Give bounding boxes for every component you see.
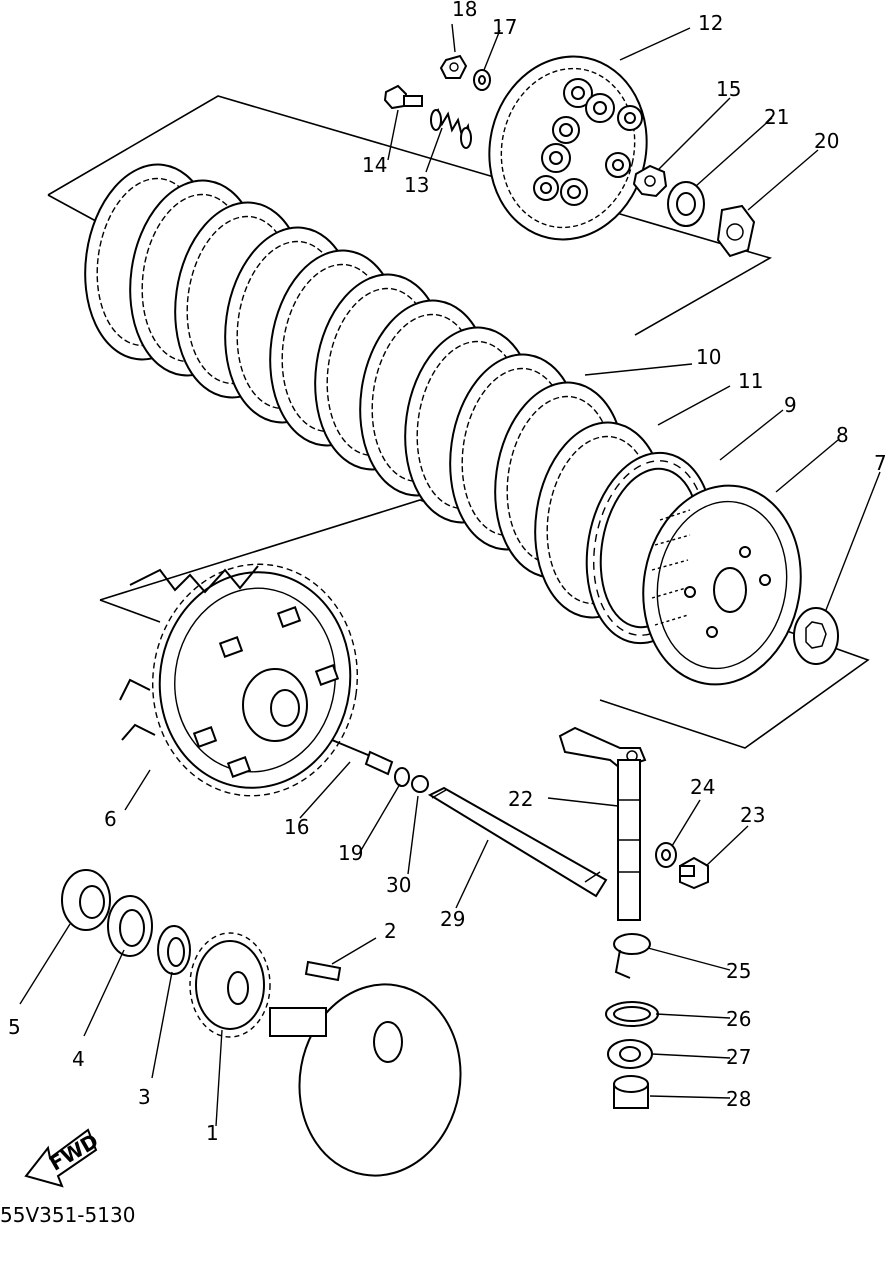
- callout-14: 14: [362, 153, 387, 177]
- fwd-arrow-icon: FWD: [24, 1128, 102, 1188]
- washer-24: [655, 842, 677, 868]
- leader-lines: [19, 23, 881, 1127]
- callout-7: 7: [874, 451, 887, 475]
- callout-25: 25: [726, 959, 751, 983]
- callout-6: 6: [104, 807, 117, 831]
- callout-9: 9: [784, 393, 797, 417]
- callout-2: 2: [384, 919, 397, 943]
- callout-8: 8: [836, 423, 849, 447]
- callout-3: 3: [138, 1085, 151, 1109]
- primary-drive-gear-1: [189, 932, 271, 1038]
- callout-17: 17: [492, 15, 517, 39]
- callout-11: 11: [738, 369, 763, 393]
- oil-seal-27: [607, 1039, 653, 1069]
- callout-20: 20: [814, 129, 839, 153]
- lock-washer-4: [107, 895, 153, 957]
- callout-27: 27: [726, 1045, 751, 1069]
- callout-22: 22: [508, 787, 533, 811]
- bearing-28: [613, 1075, 649, 1109]
- callout-24: 24: [690, 775, 715, 799]
- nut-5: [61, 869, 111, 931]
- spring-25: [613, 933, 651, 979]
- spring-13: [430, 108, 472, 149]
- fwd-label: FWD: [45, 1129, 102, 1176]
- washer-17: [473, 69, 491, 91]
- callout-18: 18: [452, 0, 477, 21]
- callout-13: 13: [404, 173, 429, 197]
- drawing-code: 55V351-5130: [0, 1203, 135, 1227]
- key-2: [304, 960, 342, 982]
- callout-16: 16: [284, 815, 309, 839]
- callout-15: 15: [716, 77, 741, 101]
- nut-18: [439, 54, 468, 79]
- callout-10: 10: [696, 345, 721, 369]
- lower-plane-outline: [99, 499, 870, 749]
- callout-29: 29: [440, 907, 465, 931]
- push-rod-16: [331, 739, 394, 776]
- callout-28: 28: [726, 1087, 751, 1111]
- callout-30: 30: [386, 873, 411, 897]
- callout-labels: 1 2 3 4 5 6 7 8 9 10 11 12 13 14 15 16 1…: [8, 0, 887, 1145]
- push-lever-shaft-22: [558, 726, 647, 921]
- clutch-boss-8: [642, 484, 802, 686]
- circlip-20: [716, 204, 756, 258]
- callout-4: 4: [72, 1047, 85, 1071]
- bearing-21: [667, 181, 705, 227]
- callout-1: 1: [206, 1121, 219, 1145]
- callout-12: 12: [698, 11, 723, 35]
- lock-washer-7: [793, 607, 839, 665]
- callout-26: 26: [726, 1007, 751, 1031]
- crankshaft-web: [269, 983, 462, 1177]
- callout-23: 23: [740, 803, 765, 827]
- callout-5: 5: [8, 1015, 21, 1039]
- bolt-23: [679, 856, 709, 890]
- callout-21: 21: [764, 105, 789, 129]
- ball-30: [411, 775, 429, 793]
- push-rod-29: [427, 786, 608, 898]
- bolt-14: [383, 84, 423, 110]
- clutch-plate-stack: [84, 163, 666, 619]
- push-plate-15: [632, 164, 668, 198]
- pressure-plate: [488, 55, 648, 241]
- clutch-housing-6: [119, 563, 358, 797]
- spacer-3: [157, 925, 191, 975]
- circlip-26: [605, 1001, 659, 1027]
- callout-19: 19: [338, 841, 363, 865]
- oring-19: [394, 767, 410, 787]
